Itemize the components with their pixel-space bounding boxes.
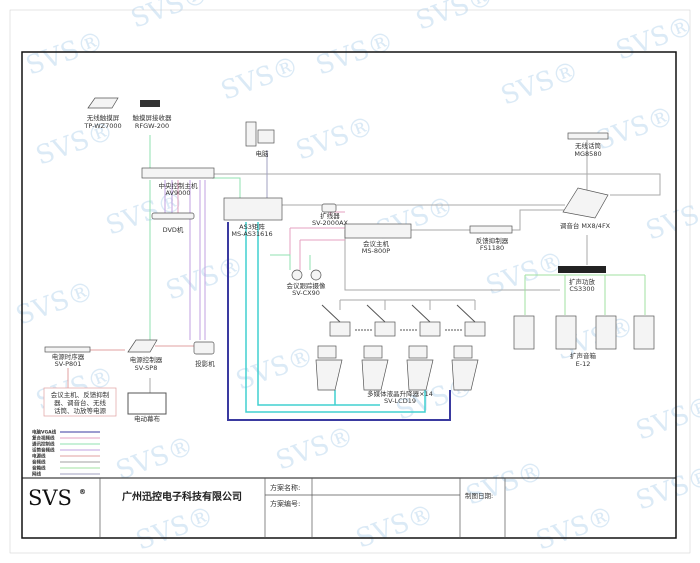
wireless-mic-model: MG8580 xyxy=(574,150,601,158)
central-controller-device xyxy=(141,167,215,179)
speakers-name: 扩声音箱 xyxy=(570,351,597,360)
matrix-device xyxy=(223,197,283,221)
mixer-name: 调音台 MX8/4FX xyxy=(560,221,611,230)
power-controller-device xyxy=(127,339,158,353)
splitter-name: 扩线器 xyxy=(320,211,340,220)
watermark-text: SVS® xyxy=(352,499,438,555)
projector-name: 投影机 xyxy=(195,359,215,368)
project-no-label: 方案编号: xyxy=(270,499,300,508)
speakers xyxy=(513,315,655,350)
amplifier-name: 扩声功放 xyxy=(569,277,596,286)
power-sequencer-name: 电源时序器 xyxy=(52,352,85,361)
watermark-text: SVS® xyxy=(592,101,678,157)
watermark-text: SVS® xyxy=(642,191,700,247)
conference-host-name: 会议主机 xyxy=(363,239,390,248)
projector-device xyxy=(193,341,215,355)
company-name: 广州迅控电子科技有限公司 xyxy=(122,490,242,503)
legend-label: 音频线 xyxy=(32,459,46,466)
watermark-text: SVS® xyxy=(217,51,303,107)
watermark-text: SVS® xyxy=(497,56,583,112)
touch-receiver-model: RFGW-200 xyxy=(135,122,169,130)
power-note-line: 会议主机、反馈抑制 xyxy=(51,390,110,399)
touch-screen-name: 无线触摸屏 xyxy=(87,113,120,122)
drawing-frame xyxy=(21,51,677,539)
watermark-text: SVS® xyxy=(312,26,398,82)
splitter-device xyxy=(321,203,337,213)
touch-receiver-name: 触摸屏接收器 xyxy=(133,113,173,122)
splitter-model: SV-2000AX xyxy=(312,219,349,227)
screen-device xyxy=(127,392,167,415)
computer-device xyxy=(245,121,275,147)
mixer-device xyxy=(562,187,609,219)
legend-label: 电源线 xyxy=(32,453,46,460)
lcd-lifts xyxy=(315,345,479,391)
legend-label: 电脑VGA线 xyxy=(32,429,57,436)
title-block xyxy=(22,477,676,538)
conference-units xyxy=(321,304,486,337)
registered-mark: ® xyxy=(79,488,86,496)
watermarks: SVS®SVS®SVS®SVS®SVS®SVS®SVS®SVS®SVS®SVS®… xyxy=(12,0,700,557)
watermark-text: SVS® xyxy=(532,501,618,557)
power-note-line: 话筒、功放等电源 xyxy=(54,406,107,415)
matrix-model: MS-AS31616 xyxy=(231,230,272,238)
legend-label: 网线 xyxy=(32,471,41,478)
speakers-model: E-12 xyxy=(576,360,591,368)
watermark-text: SVS® xyxy=(612,11,698,67)
legend-label: 复合视频线 xyxy=(31,435,55,442)
power-controller-name: 电源控制器 xyxy=(130,355,163,364)
touch-screen-model: TP-WZ7000 xyxy=(83,122,121,130)
touch-screen-device xyxy=(87,97,119,109)
legend-label: 话筒音频线 xyxy=(32,447,55,454)
touch-receiver-device xyxy=(140,100,160,107)
connections xyxy=(67,135,661,421)
feedback-suppressor-model: FS1180 xyxy=(480,244,504,252)
feedback-suppressor-device xyxy=(469,225,513,234)
watermark-text: SVS® xyxy=(127,0,213,35)
cameras-model: SV-CX90 xyxy=(292,289,320,297)
watermark-text: SVS® xyxy=(272,421,358,477)
company-logo: SVS xyxy=(28,486,72,510)
legend-label: 通讯控制线 xyxy=(32,441,55,448)
date-label: 制图日期: xyxy=(465,491,493,500)
amplifier-model: CS3300 xyxy=(569,285,594,293)
matrix-name: AS3矩阵 xyxy=(239,222,265,231)
feedback-suppressor-name: 反馈抑制器 xyxy=(476,236,509,245)
wireless-mic-name: 无线话筒 xyxy=(575,141,602,150)
computer-name: 电脑 xyxy=(256,149,270,158)
power-note-box xyxy=(43,387,117,417)
watermark-text: SVS® xyxy=(132,501,218,557)
watermark-text: SVS® xyxy=(292,111,378,167)
dvd-name: DVD机 xyxy=(163,225,184,234)
cameras xyxy=(291,269,322,281)
dvd-device xyxy=(151,212,195,220)
cameras-name: 会议跟踪摄像 xyxy=(287,281,327,290)
screen-name: 电动幕布 xyxy=(134,414,161,423)
amplifier-device xyxy=(558,266,606,273)
power-sequencer-device xyxy=(44,346,91,353)
project-name-label: 方案名称: xyxy=(270,483,300,492)
conference-host-device xyxy=(344,223,412,239)
watermark-text: SVS® xyxy=(412,0,498,37)
lcd-lifts-name: 多媒体液晶升降器×14 xyxy=(367,389,433,398)
wireless-mic-device xyxy=(567,132,609,140)
watermark-text: SVS® xyxy=(22,26,108,82)
conference-host-model: MS-800P xyxy=(362,247,390,255)
power-sequencer-model: SV-P801 xyxy=(55,360,82,368)
central-controller-model: AV9000 xyxy=(165,189,190,197)
power-controller-model: SV-SP8 xyxy=(135,364,158,372)
legend-label: 音箱线 xyxy=(32,465,46,472)
power-note-line: 器、调音台、无线 xyxy=(54,398,107,407)
watermark-text: SVS® xyxy=(232,341,318,397)
lcd-lifts-model: SV-LCD19 xyxy=(384,397,416,405)
central-controller-name: 中央控制主机 xyxy=(159,181,199,190)
watermark-text: SVS® xyxy=(12,276,98,332)
